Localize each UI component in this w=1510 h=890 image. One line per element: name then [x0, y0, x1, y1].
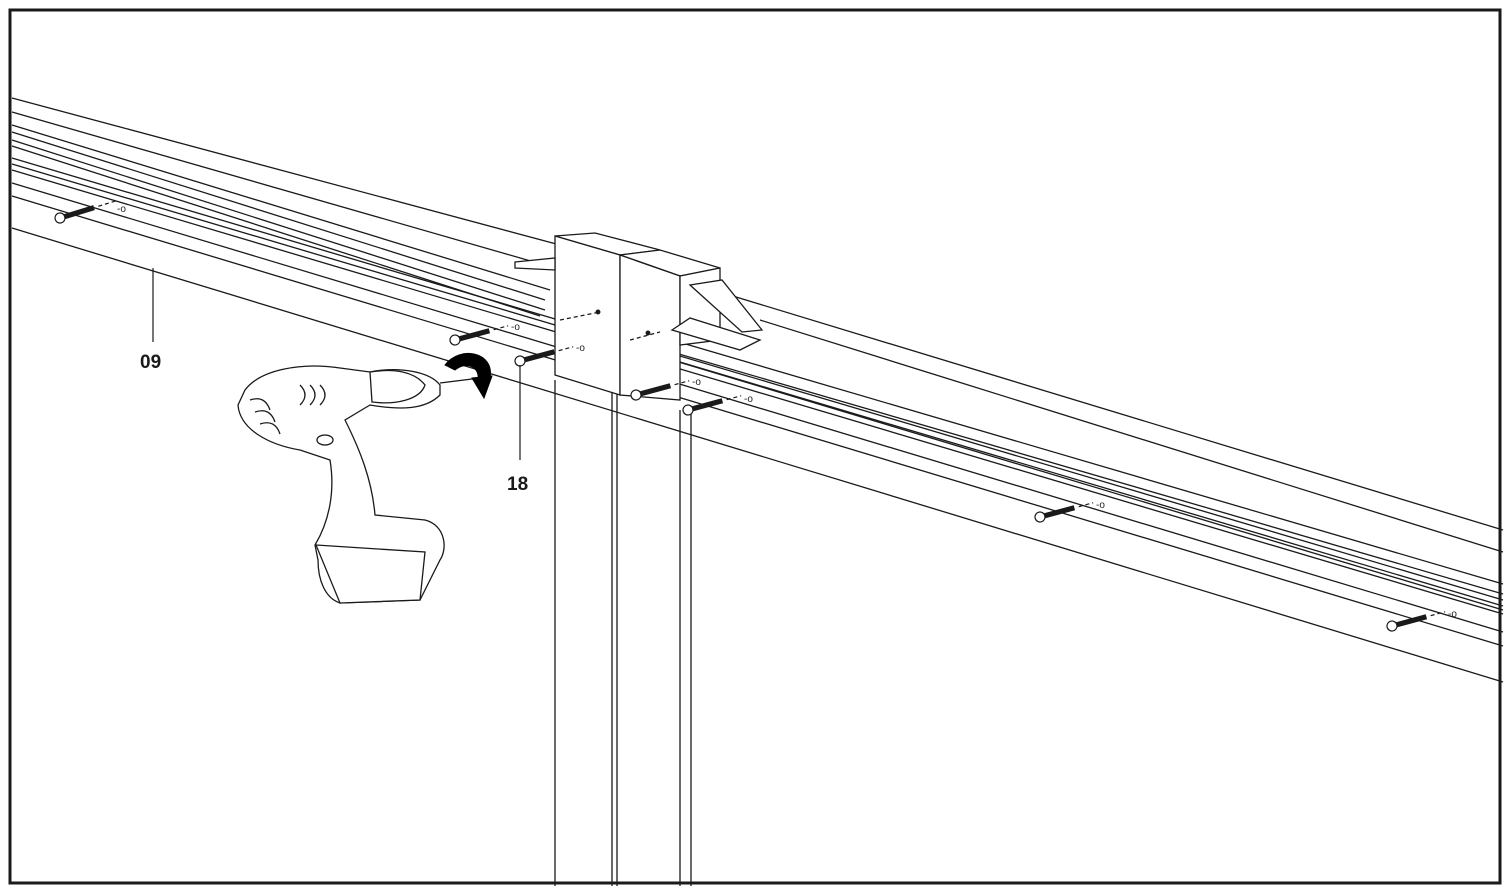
hole-mark: -o — [692, 377, 701, 388]
screw-icon — [54, 199, 118, 224]
rotation-arrow-icon — [444, 352, 493, 400]
callout-screw-label: 18 — [507, 474, 528, 495]
screw-icon — [1386, 611, 1446, 632]
callout-rail-label: 09 — [140, 352, 161, 373]
hole-marks: -o -o -o -o -o -o -o — [117, 204, 1457, 620]
hole-mark: -o — [117, 204, 126, 215]
hole-mark: -o — [1096, 500, 1105, 511]
hole-mark: -o — [744, 394, 753, 405]
cordless-drill-icon — [237, 365, 481, 604]
screw-icon — [682, 395, 742, 416]
rail-assembly — [11, 97, 1504, 683]
hole-mark: -o — [511, 322, 520, 333]
vertical-posts — [554, 380, 692, 886]
screw-icon — [630, 380, 690, 401]
screw-icon — [1034, 502, 1094, 523]
hole-mark: -o — [576, 343, 585, 354]
screw-icon — [449, 325, 509, 346]
connector-bracket — [514, 232, 764, 401]
figure-border — [8, 8, 1502, 885]
screw-icon — [514, 346, 574, 367]
hole-mark: -o — [1448, 609, 1457, 620]
screws — [54, 199, 1446, 632]
